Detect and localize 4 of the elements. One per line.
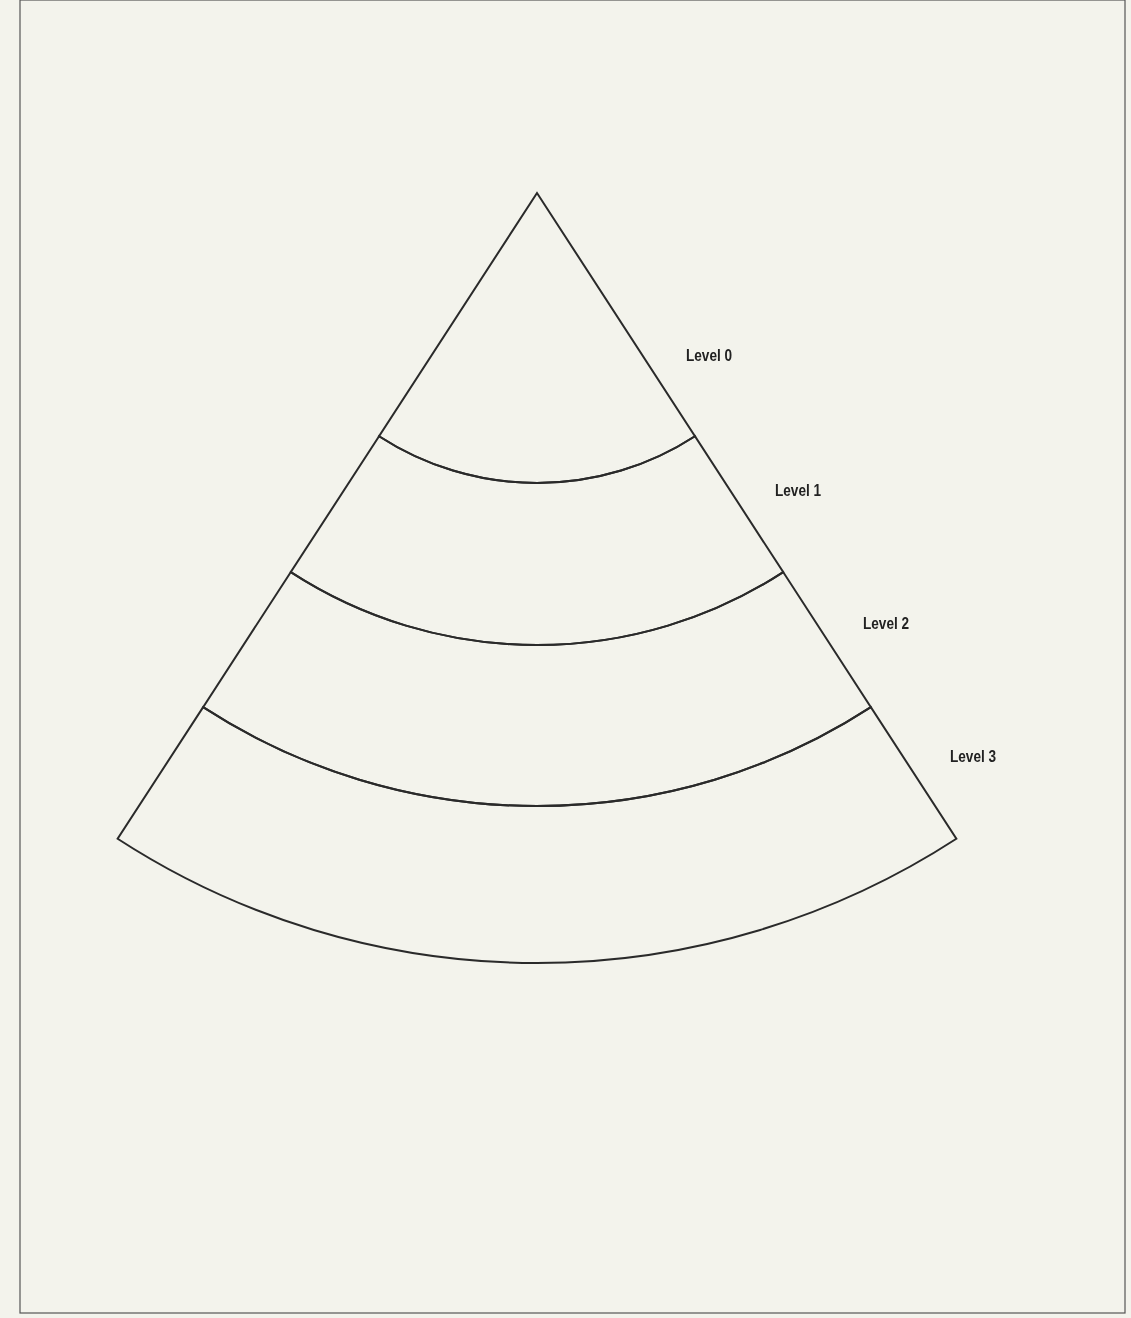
level-label: Level 3 bbox=[950, 748, 997, 766]
level-label: Level 0 bbox=[686, 347, 733, 365]
level-label: Level 2 bbox=[863, 615, 910, 633]
level-label: Level 1 bbox=[775, 482, 822, 500]
